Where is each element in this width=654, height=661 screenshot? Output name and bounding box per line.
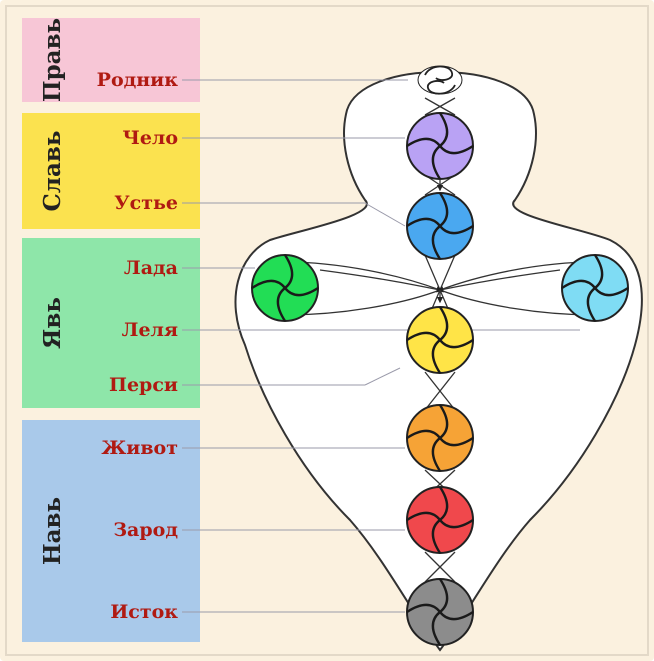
label-chelo: Чело [122,127,178,149]
label-lada: Лада [124,257,178,279]
zone-label-nav: Навь [39,497,66,565]
label-istok: Исток [110,601,178,623]
chakra-wheel-zhivot [407,405,473,471]
zone-label-slav: Славь [39,130,66,211]
label-ustye: Устье [114,192,178,214]
chakra-wheel-ustye [407,193,473,259]
label-lelya: Леля [122,319,178,341]
chakra-wheel-zarod [407,487,473,553]
chakra-wheel-right [562,255,628,321]
label-persi: Перси [109,374,178,396]
zone-label-yav: Явь [39,297,66,349]
label-zhivot: Живот [101,437,178,459]
label-zarod: Зарод [113,519,178,541]
chakra-wheel-istok [407,579,473,645]
label-rodnik: Родник [97,69,179,91]
spiral-crown-icon [418,66,462,94]
zone-label-prav: Правь [39,18,66,102]
chakra-wheel-chelo [407,113,473,179]
chakra-wheel-lada [252,255,318,321]
chakra-wheel-lelya [407,307,473,373]
